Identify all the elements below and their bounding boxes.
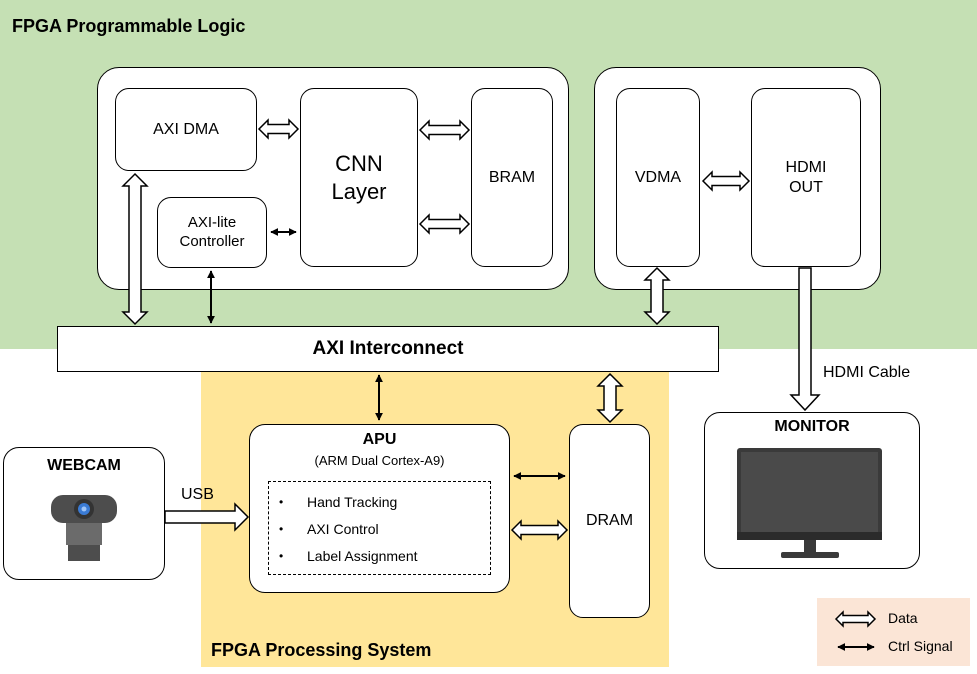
arrow-cnn-bram-upper (418, 119, 471, 141)
axi-interconnect-bar: AXI Interconnect (57, 326, 719, 372)
arrow-cnn-bram-lower (418, 213, 471, 235)
axi-dma-block: AXI DMA (115, 88, 257, 171)
webcam-icon (51, 495, 117, 561)
monitor-title: MONITOR (774, 418, 850, 435)
monitor-icon (737, 448, 882, 558)
arrow-dma-cnn (257, 118, 300, 140)
apu-task-label-assignment: Label Assignment (269, 543, 490, 570)
vdma-block: VDMA (616, 88, 700, 267)
usb-label: USB (181, 486, 214, 503)
legend-data-label: Data (888, 610, 918, 626)
apu-subtitle: (ARM Dual Cortex-A9) (314, 453, 445, 468)
legend-ctrl-label: Ctrl Signal (888, 638, 953, 654)
hdmi-out-block: HDMI OUT (751, 88, 861, 267)
dram-block: DRAM (569, 424, 650, 618)
processing-system-title: FPGA Processing System (211, 640, 432, 660)
legend-data-arrow (834, 610, 877, 628)
arrow-hdmi-cable (789, 267, 821, 412)
programmable-logic-title: FPGA Programmable Logic (12, 16, 246, 36)
apu-title: APU (362, 431, 397, 448)
arrow-usb (164, 502, 250, 532)
apu-task-axi-control: AXI Control (269, 516, 490, 543)
arrow-dma-interconnect (121, 172, 149, 326)
arrow-vdma-hdmi (701, 170, 751, 192)
legend (817, 598, 970, 666)
webcam-title: WEBCAM (47, 457, 121, 474)
arrow-vdma-interconnect (643, 266, 671, 326)
cnn-layer-block: CNN Layer (300, 88, 418, 267)
bram-block: BRAM (471, 88, 553, 267)
apu-task-hand-tracking: Hand Tracking (269, 489, 490, 516)
hdmi-cable-label: HDMI Cable (823, 364, 911, 381)
arrow-apu-dram (510, 519, 569, 541)
apu-task-list: Hand Tracking AXI Control Label Assignme… (268, 481, 491, 575)
arrow-interconnect-dram (596, 372, 624, 424)
axi-lite-controller-block: AXI-lite Controller (157, 197, 267, 268)
